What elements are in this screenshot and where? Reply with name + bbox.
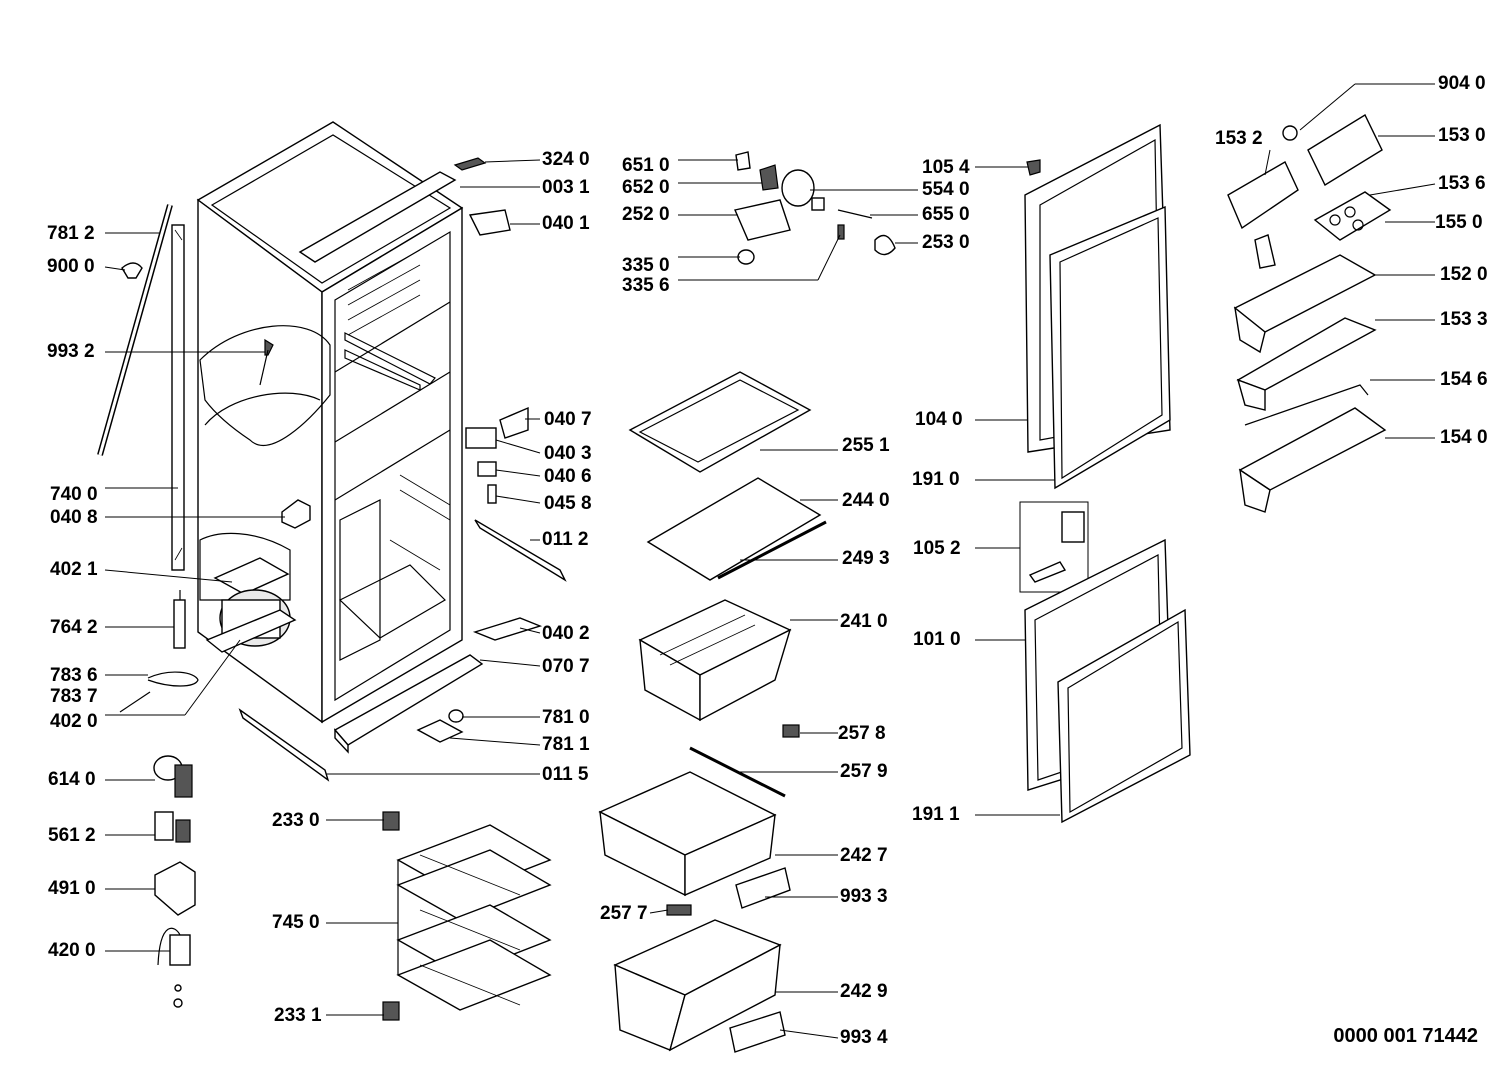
- part-label-101-0: 101 0: [913, 629, 961, 650]
- part-label-781-1: 781 1: [542, 734, 590, 755]
- part-label-249-3: 249 3: [842, 548, 890, 569]
- center-components: [598, 151, 896, 1053]
- part-label-040-6: 040 6: [544, 466, 592, 487]
- wire-shelves: [382, 811, 552, 1021]
- leader-lines: [104, 83, 1436, 1039]
- part-label-257-7: 257 7: [600, 903, 648, 924]
- hinges-and-covers: [238, 157, 567, 782]
- part-label-904-0: 904 0: [1438, 73, 1486, 94]
- part-label-402-1: 402 1: [50, 559, 98, 580]
- part-label-993-4: 993 4: [840, 1027, 888, 1048]
- part-label-257-9: 257 9: [840, 761, 888, 782]
- part-label-420-0: 420 0: [48, 940, 96, 961]
- part-label-242-7: 242 7: [840, 845, 888, 866]
- part-label-402-0: 402 0: [50, 711, 98, 732]
- part-label-104-0: 104 0: [915, 409, 963, 430]
- part-label-651-0: 651 0: [622, 155, 670, 176]
- part-label-740-0: 740 0: [50, 484, 98, 505]
- part-label-040-8: 040 8: [50, 507, 98, 528]
- part-label-655-0: 655 0: [922, 204, 970, 225]
- part-label-764-2: 764 2: [50, 617, 98, 638]
- part-label-554-0: 554 0: [922, 179, 970, 200]
- part-label-993-3: 993 3: [840, 886, 888, 907]
- part-label-491-0: 491 0: [48, 878, 96, 899]
- part-label-652-0: 652 0: [622, 177, 670, 198]
- door-bins: [1227, 113, 1392, 513]
- part-label-335-0: 335 0: [622, 255, 670, 276]
- part-label-155-0: 155 0: [1435, 212, 1483, 233]
- part-label-153-0: 153 0: [1438, 125, 1486, 146]
- part-label-152-0: 152 0: [1440, 264, 1488, 285]
- part-label-783-7: 783 7: [50, 686, 98, 707]
- part-label-045-8: 045 8: [544, 493, 592, 514]
- part-label-781-2: 781 2: [47, 223, 95, 244]
- part-label-781-0: 781 0: [542, 707, 590, 728]
- part-label-900-0: 900 0: [47, 256, 95, 277]
- part-label-154-6: 154 6: [1440, 369, 1488, 390]
- part-label-011-5: 011 5: [542, 764, 589, 785]
- part-label-241-0: 241 0: [840, 611, 888, 632]
- part-label-745-0: 745 0: [272, 912, 320, 933]
- part-label-255-1: 255 1: [842, 435, 890, 456]
- part-label-561-2: 561 2: [48, 825, 96, 846]
- part-label-105-2: 105 2: [913, 538, 961, 559]
- part-label-003-1: 003 1: [542, 177, 590, 198]
- part-label-191-0: 191 0: [912, 469, 960, 490]
- part-label-335-6: 335 6: [622, 275, 670, 296]
- part-label-153-2: 153 2: [1215, 128, 1263, 149]
- part-label-244-0: 244 0: [842, 490, 890, 511]
- part-label-252-0: 252 0: [622, 204, 670, 225]
- part-label-154-0: 154 0: [1440, 427, 1488, 448]
- part-label-614-0: 614 0: [48, 769, 96, 790]
- part-label-040-3: 040 3: [544, 443, 592, 464]
- document-number: 0000 001 71442: [1333, 1025, 1478, 1047]
- part-label-153-3: 153 3: [1440, 309, 1488, 330]
- part-label-253-0: 253 0: [922, 232, 970, 253]
- part-label-242-9: 242 9: [840, 981, 888, 1002]
- part-label-993-2: 993 2: [47, 341, 95, 362]
- part-label-153-6: 153 6: [1438, 173, 1486, 194]
- part-label-040-1: 040 1: [542, 213, 590, 234]
- part-label-070-7: 070 7: [542, 656, 590, 677]
- cabinet: [196, 121, 484, 754]
- part-label-040-7: 040 7: [544, 409, 592, 430]
- part-label-233-1: 233 1: [274, 1005, 322, 1026]
- part-label-257-8: 257 8: [838, 723, 886, 744]
- part-label-011-2: 011 2: [542, 529, 589, 550]
- doors: [1019, 123, 1191, 824]
- part-label-324-0: 324 0: [542, 149, 590, 170]
- part-label-105-4: 105 4: [922, 157, 970, 178]
- part-label-191-1: 191 1: [912, 804, 960, 825]
- left-components: [97, 204, 311, 1008]
- part-label-233-0: 233 0: [272, 810, 320, 831]
- part-label-783-6: 783 6: [50, 665, 98, 686]
- part-label-040-2: 040 2: [542, 623, 590, 644]
